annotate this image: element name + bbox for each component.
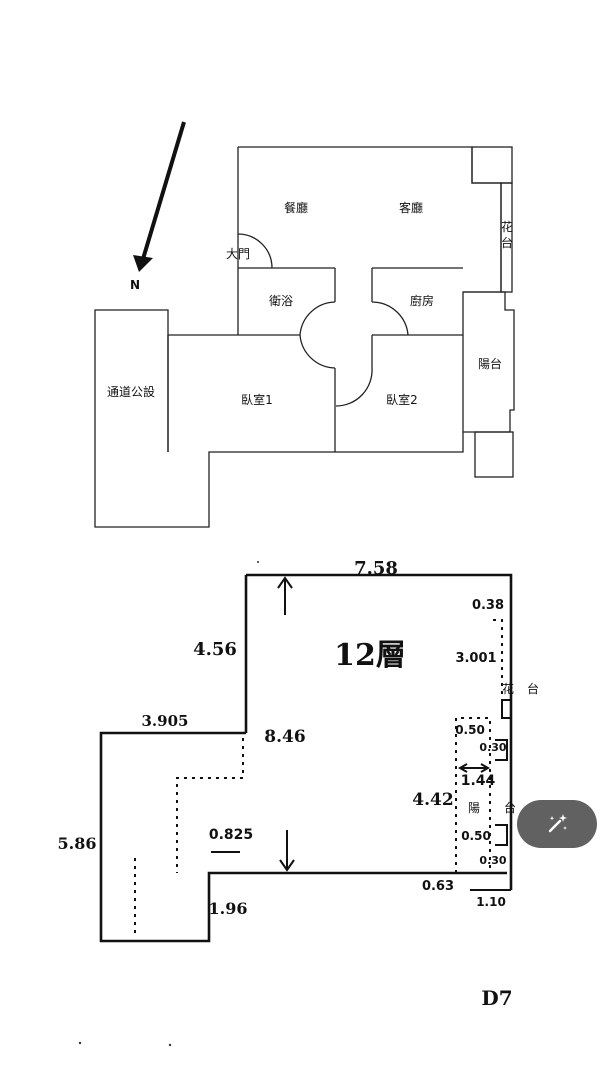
survey-plan-right-notches — [470, 739, 511, 891]
dim-right-top: 0.38 — [472, 598, 504, 613]
dim-balcony-d: 0.30 — [479, 854, 506, 867]
annotation-flower-bed-2: 台 — [527, 681, 539, 696]
room-label-bedroom-1: 臥室1 — [241, 392, 273, 407]
scan-speck — [78, 1041, 82, 1045]
survey-plan-outline — [99, 573, 513, 943]
room-label-flower-bed-2: 台 — [501, 235, 513, 250]
ceiling-height-arrows-icon — [211, 576, 491, 872]
dim-inner: 8.46 — [264, 727, 305, 747]
annotation-balcony-1: 陽 — [468, 801, 480, 815]
dim-right-balcony: 4.42 — [412, 790, 453, 810]
magic-edit-button[interactable] — [517, 800, 597, 848]
dim-balcony-c: 0.50 — [461, 829, 491, 843]
room-label-flower-bed-1: 花 — [501, 219, 513, 234]
dim-left-step: 3.905 — [142, 712, 189, 730]
room-label-main-door: 大門 — [226, 247, 250, 261]
survey-plan-dotted-lines — [134, 619, 503, 937]
dim-left-lower: 5.86 — [58, 834, 97, 853]
dim-bottom-step: 1.96 — [209, 899, 248, 918]
room-label-kitchen: 廚房 — [410, 293, 434, 308]
scan-speck — [257, 561, 259, 563]
dim-balcony-a: 0.50 — [455, 723, 485, 737]
compass-label: N — [130, 278, 140, 292]
plot-code: D7 — [481, 986, 512, 1010]
room-label-dining: 餐廳 — [284, 200, 308, 215]
dim-left-upper: 4.56 — [193, 639, 237, 660]
dim-dotted-step: 0.825 — [209, 827, 253, 843]
room-label-bedroom-2: 臥室2 — [386, 392, 418, 407]
room-label-public-passage: 通道公設 — [107, 384, 155, 399]
top-floor-plan — [94, 146, 515, 528]
room-label-living: 客廳 — [399, 200, 423, 215]
room-label-balcony: 陽台 — [478, 356, 502, 371]
scan-speck — [168, 1043, 172, 1047]
room-label-bathroom: 衛浴 — [269, 294, 293, 308]
magic-wand-icon — [548, 814, 567, 833]
floor-level-label: 12層 — [334, 638, 406, 673]
dim-bottom-corner: 1.10 — [476, 895, 506, 909]
dim-balcony-b: 0.30 — [479, 741, 506, 754]
dim-right-mid: 3.001 — [455, 651, 496, 666]
dim-balcony-width: 1.44 — [461, 773, 496, 789]
dim-top: 7.58 — [354, 558, 398, 579]
annotation-flower-bed-1: 花 — [502, 681, 514, 696]
north-arrow-icon — [133, 121, 186, 272]
dim-bottom-right: 0.63 — [422, 879, 454, 894]
annotation-balcony-2: 台 — [504, 800, 516, 815]
